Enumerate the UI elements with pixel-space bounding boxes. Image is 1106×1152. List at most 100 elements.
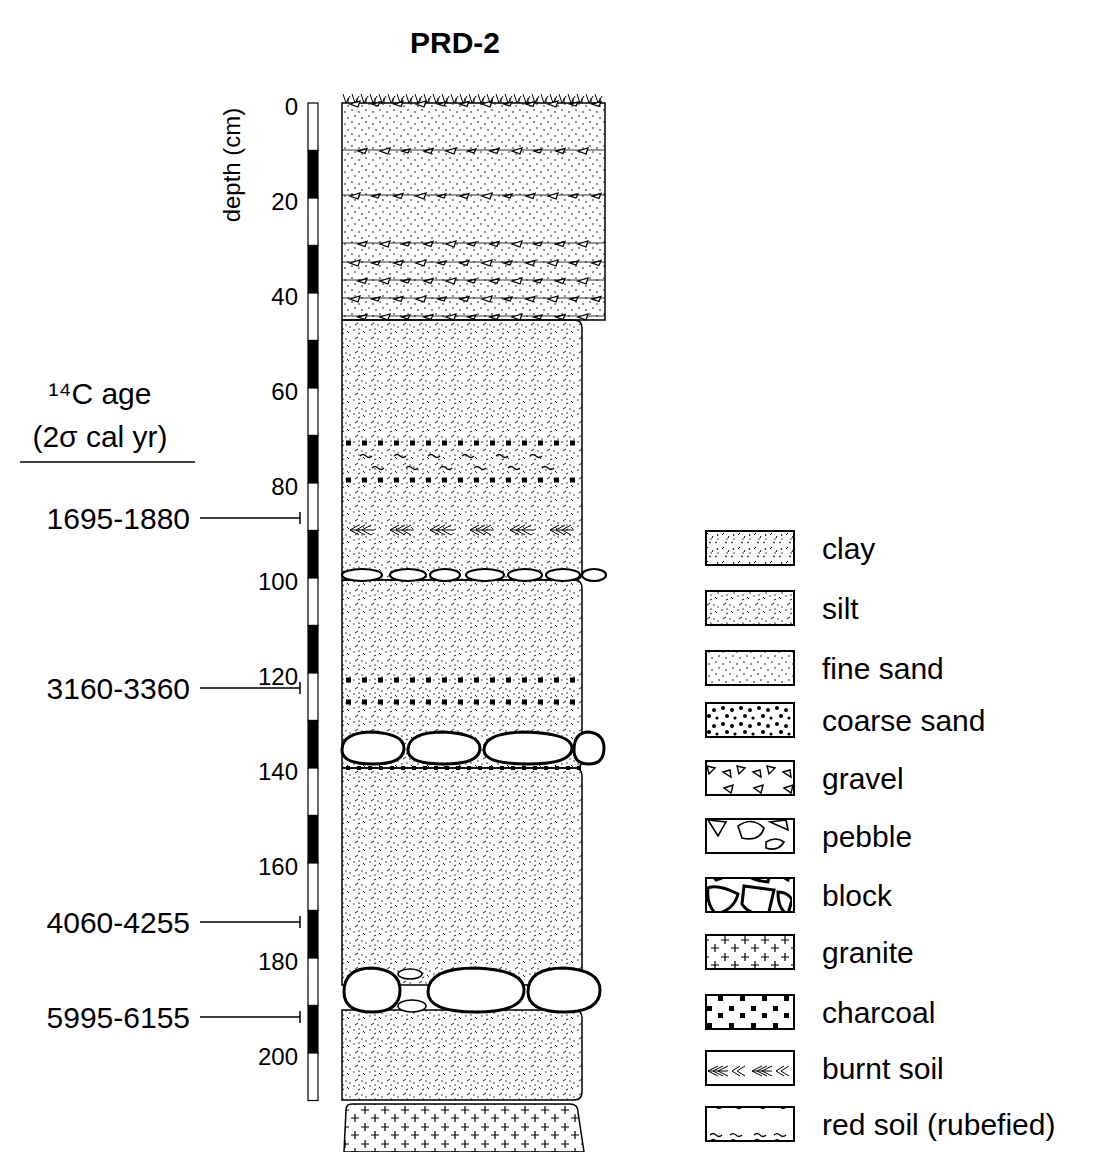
scale-segment [308, 673, 318, 721]
charcoal-fragment [442, 678, 447, 683]
legend-swatch [706, 995, 794, 1029]
gravel-clast [490, 315, 499, 320]
grass [469, 94, 476, 103]
granite-bedrock [344, 1104, 584, 1152]
gravel-clast [402, 242, 410, 246]
gravel-clast [570, 194, 578, 198]
block [344, 968, 400, 1012]
charcoal-fragment [362, 441, 367, 446]
gravel-clast [372, 297, 380, 301]
grass [478, 94, 485, 103]
gravel-clast [490, 279, 499, 284]
charcoal-fragment [362, 678, 367, 683]
gravel-clast [482, 260, 492, 266]
charcoal-fragment [394, 700, 399, 705]
gravel-clast [482, 296, 492, 302]
red-soil-mark [542, 467, 554, 470]
gravel-clast [468, 149, 476, 153]
grass [379, 94, 386, 103]
gravel-clast [380, 241, 390, 247]
gravel-clast [394, 261, 403, 266]
charcoal-fragment [506, 700, 511, 705]
charcoal-fragment [458, 441, 463, 446]
grass [343, 94, 350, 103]
grass [424, 94, 431, 103]
scale-segment [308, 958, 318, 1006]
coarse-sand-grain [357, 766, 361, 770]
gravel-clast [592, 297, 601, 302]
charcoal-fragment [490, 678, 495, 683]
scale-segment [308, 436, 318, 484]
legend-text: red soil (rubefied) [822, 1108, 1055, 1141]
gravel-clast [548, 296, 558, 302]
coarse-sand-grain [390, 766, 394, 770]
grass [496, 94, 503, 103]
depth-tick-label: 20 [271, 189, 298, 215]
grass [433, 94, 440, 103]
depth-tick-label: 140 [258, 759, 298, 785]
scale-segment [308, 103, 318, 151]
charcoal-fragment [554, 441, 559, 446]
coarse-sand-grain [555, 766, 559, 770]
heading-rule [20, 461, 195, 463]
depth-tick-label: 100 [258, 569, 298, 595]
charcoal-fragment [362, 700, 367, 705]
charcoal-fragment [522, 441, 527, 446]
gravel-clast [556, 242, 565, 247]
legend-text: gravel [822, 762, 904, 795]
gravel-clast [512, 314, 522, 320]
red-soil-mark [462, 455, 474, 458]
charcoal-fragment [490, 700, 495, 705]
charcoal-fragment [346, 441, 351, 446]
gravel-clast [358, 242, 367, 247]
coarse-sand-grain [412, 766, 416, 770]
grass [361, 94, 368, 103]
gravel-clast [446, 278, 456, 284]
coarse-sand-grain [566, 766, 570, 770]
coarse-sand-grain [456, 766, 460, 770]
legend-text: fine sand [822, 652, 944, 685]
charcoal-fragment [378, 678, 383, 683]
gravel-clast [438, 261, 446, 265]
gravel-clast [380, 278, 390, 284]
charcoal-fragment [522, 478, 527, 483]
scale-segment [308, 1006, 318, 1054]
legend-text: block [822, 879, 892, 912]
depth-tick-label: 0 [285, 94, 298, 120]
age-heading: ¹⁴C age [49, 377, 152, 410]
column [342, 94, 606, 1152]
legend-swatch [706, 819, 794, 853]
gravel-clast [350, 296, 360, 302]
gravel-bed-line [342, 195, 605, 196]
charcoal-fragment [554, 478, 559, 483]
grass [442, 94, 449, 103]
gravel-clast [350, 260, 360, 266]
charcoal-fragment [346, 478, 351, 483]
scale-segment [308, 198, 318, 246]
grass [541, 94, 548, 103]
grass [415, 94, 422, 103]
gravel-clast [570, 261, 578, 265]
charcoal-fragment [538, 700, 543, 705]
burnt-soil-mark [510, 525, 534, 535]
block [428, 968, 524, 1012]
silt-unit [342, 320, 582, 580]
gravel-clast [578, 148, 588, 154]
scale-segment [308, 151, 318, 199]
charcoal-fragment [538, 678, 543, 683]
gravel-clast [438, 194, 446, 198]
charcoal-fragment [474, 678, 479, 683]
grass [595, 94, 602, 103]
charcoal-fragment [474, 441, 479, 446]
pebble [398, 1000, 426, 1012]
charcoal-fragment [458, 700, 463, 705]
red-soil-mark [440, 467, 452, 470]
gravel-clast [350, 193, 360, 199]
grass [586, 94, 593, 103]
gravel-clast [372, 261, 380, 265]
gravel-clast [460, 261, 469, 266]
gravel-clast [512, 278, 522, 284]
gravel-clast [490, 242, 499, 247]
scale-segment [308, 578, 318, 626]
grass [451, 94, 458, 103]
